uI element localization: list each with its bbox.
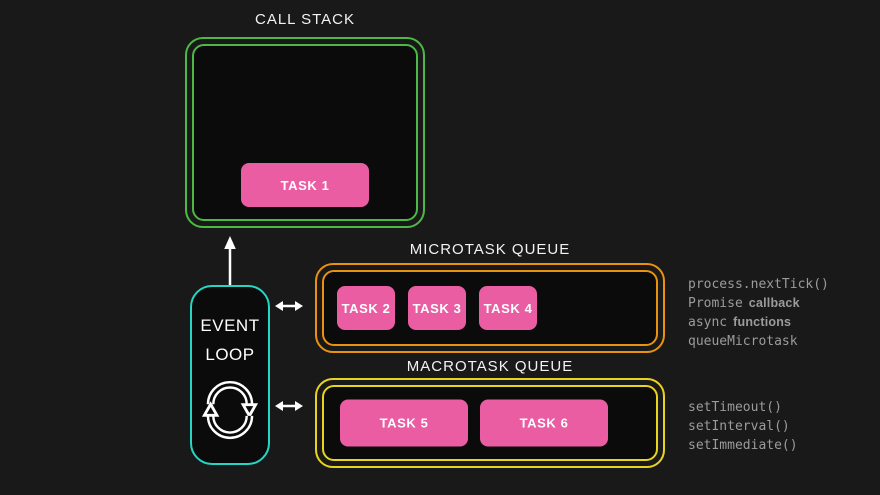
source-line: queueMicrotask xyxy=(688,332,829,351)
microtask-queue-title: MICROTASK QUEUE xyxy=(409,241,571,258)
bidirectional-arrow-icon xyxy=(275,299,303,318)
microtask-queue-panel-inner: TASK 2 TASK 3 TASK 4 xyxy=(322,270,658,346)
task-chip: TASK 3 xyxy=(408,286,466,330)
microtask-queue-panel: TASK 2 TASK 3 TASK 4 xyxy=(315,263,665,353)
source-line: setImmediate() xyxy=(688,436,798,455)
event-loop-label-line1: EVENT xyxy=(200,316,260,335)
source-code: Promise xyxy=(688,296,743,311)
up-arrow-icon xyxy=(221,235,239,292)
macrotask-row: TASK 5 TASK 6 xyxy=(340,399,608,447)
macrotask-queue-title: MACROTASK QUEUE xyxy=(406,358,574,375)
macrotask-queue-panel-inner: TASK 5 TASK 6 xyxy=(322,385,658,461)
microtask-row: TASK 2 TASK 3 TASK 4 xyxy=(337,286,537,330)
source-line: Promise callback xyxy=(688,294,829,313)
task-chip: TASK 2 xyxy=(337,286,395,330)
source-plain: callback xyxy=(748,296,800,310)
source-code: setTimeout() xyxy=(688,400,782,415)
macrotask-sources-list: setTimeout() setInterval() setImmediate(… xyxy=(688,398,798,455)
source-code: queueMicrotask xyxy=(688,334,798,349)
source-line: async functions xyxy=(688,313,829,332)
bidirectional-arrow-icon xyxy=(275,399,303,418)
call-stack-panel: TASK 1 xyxy=(185,37,425,228)
refresh-cycle-icon xyxy=(192,379,268,446)
task-chip: TASK 4 xyxy=(479,286,537,330)
task-chip: TASK 5 xyxy=(340,399,468,447)
task-chip: TASK 6 xyxy=(480,399,608,447)
source-code: async xyxy=(688,315,728,330)
call-stack-title: CALL STACK xyxy=(254,11,356,28)
source-code: setImmediate() xyxy=(688,438,798,453)
call-stack-panel-inner: TASK 1 xyxy=(192,44,418,221)
source-code: process.nextTick() xyxy=(688,277,829,292)
task-chip: TASK 1 xyxy=(241,163,369,207)
source-code: setInterval() xyxy=(688,419,790,434)
source-line: setTimeout() xyxy=(688,398,798,417)
source-line: setInterval() xyxy=(688,417,798,436)
event-loop-panel: EVENT LOOP xyxy=(190,285,270,465)
event-loop-label: EVENT LOOP xyxy=(192,311,268,369)
macrotask-queue-panel: TASK 5 TASK 6 xyxy=(315,378,665,468)
source-line: process.nextTick() xyxy=(688,275,829,294)
source-plain: functions xyxy=(733,315,792,329)
microtask-sources-list: process.nextTick() Promise callback async… xyxy=(688,275,829,351)
event-loop-label-line2: LOOP xyxy=(205,345,255,364)
